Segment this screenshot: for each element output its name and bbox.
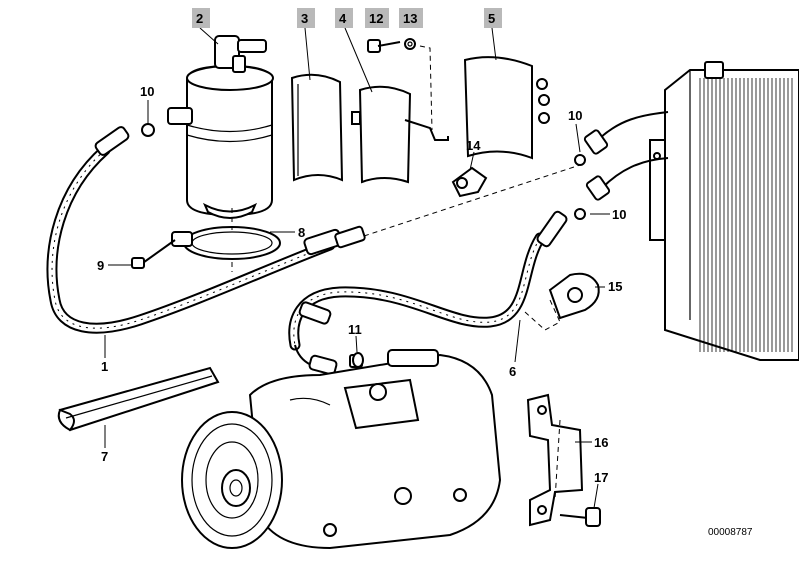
hose-1 <box>46 123 366 334</box>
leader-lines <box>104 27 610 509</box>
heat-shield-5 <box>463 56 550 160</box>
callout-6: 6 <box>509 364 516 379</box>
clip-14 <box>451 166 488 198</box>
seal-strip-7 <box>57 366 220 432</box>
document-id: 00008787 <box>708 527 753 538</box>
callout-4: 4 <box>339 11 347 26</box>
heat-shield-4 <box>351 85 449 184</box>
bolt-17 <box>559 507 601 527</box>
washer-13 <box>404 38 416 50</box>
callout-15: 15 <box>608 279 622 294</box>
receiver-drier <box>167 35 274 219</box>
callout-box-4 <box>335 8 353 28</box>
callout-2: 2 <box>196 11 203 26</box>
condenser <box>649 61 799 361</box>
callout-box-5 <box>484 8 502 28</box>
callout-box-12 <box>365 8 389 28</box>
condenser-fins <box>699 78 793 352</box>
condenser-pipes <box>574 111 669 220</box>
dashed-lines <box>231 45 581 501</box>
compressor <box>181 349 502 550</box>
bracket-15 <box>548 272 600 320</box>
callout-8: 8 <box>298 225 305 240</box>
callout-labels: 2 3 4 12 13 5 10 10 10 14 8 9 15 11 1 6 … <box>97 8 753 538</box>
callout-12: 12 <box>369 11 383 26</box>
callout-box-2 <box>192 8 210 28</box>
callout-1: 1 <box>101 359 108 374</box>
washer-11 <box>352 352 364 368</box>
callout-10-lower-right: 10 <box>612 207 626 222</box>
bracket-16 <box>526 393 584 527</box>
callout-box-13 <box>399 8 423 28</box>
callout-5: 5 <box>488 11 495 26</box>
callout-11: 11 <box>348 322 362 337</box>
heat-shield-3 <box>290 73 344 182</box>
callout-box-3 <box>297 8 315 28</box>
callout-13: 13 <box>403 11 417 26</box>
hose-6 <box>288 210 568 376</box>
bracket-ring <box>171 226 281 260</box>
callout-10-left: 10 <box>140 84 154 99</box>
screw-9 <box>131 239 176 269</box>
callout-17: 17 <box>594 470 608 485</box>
callout-10-upper-right: 10 <box>568 108 582 123</box>
callout-14: 14 <box>466 138 481 153</box>
callout-3: 3 <box>301 11 308 26</box>
callout-9: 9 <box>97 258 104 273</box>
callout-16: 16 <box>594 435 608 450</box>
callout-7: 7 <box>101 449 108 464</box>
screw-12 <box>367 39 401 53</box>
